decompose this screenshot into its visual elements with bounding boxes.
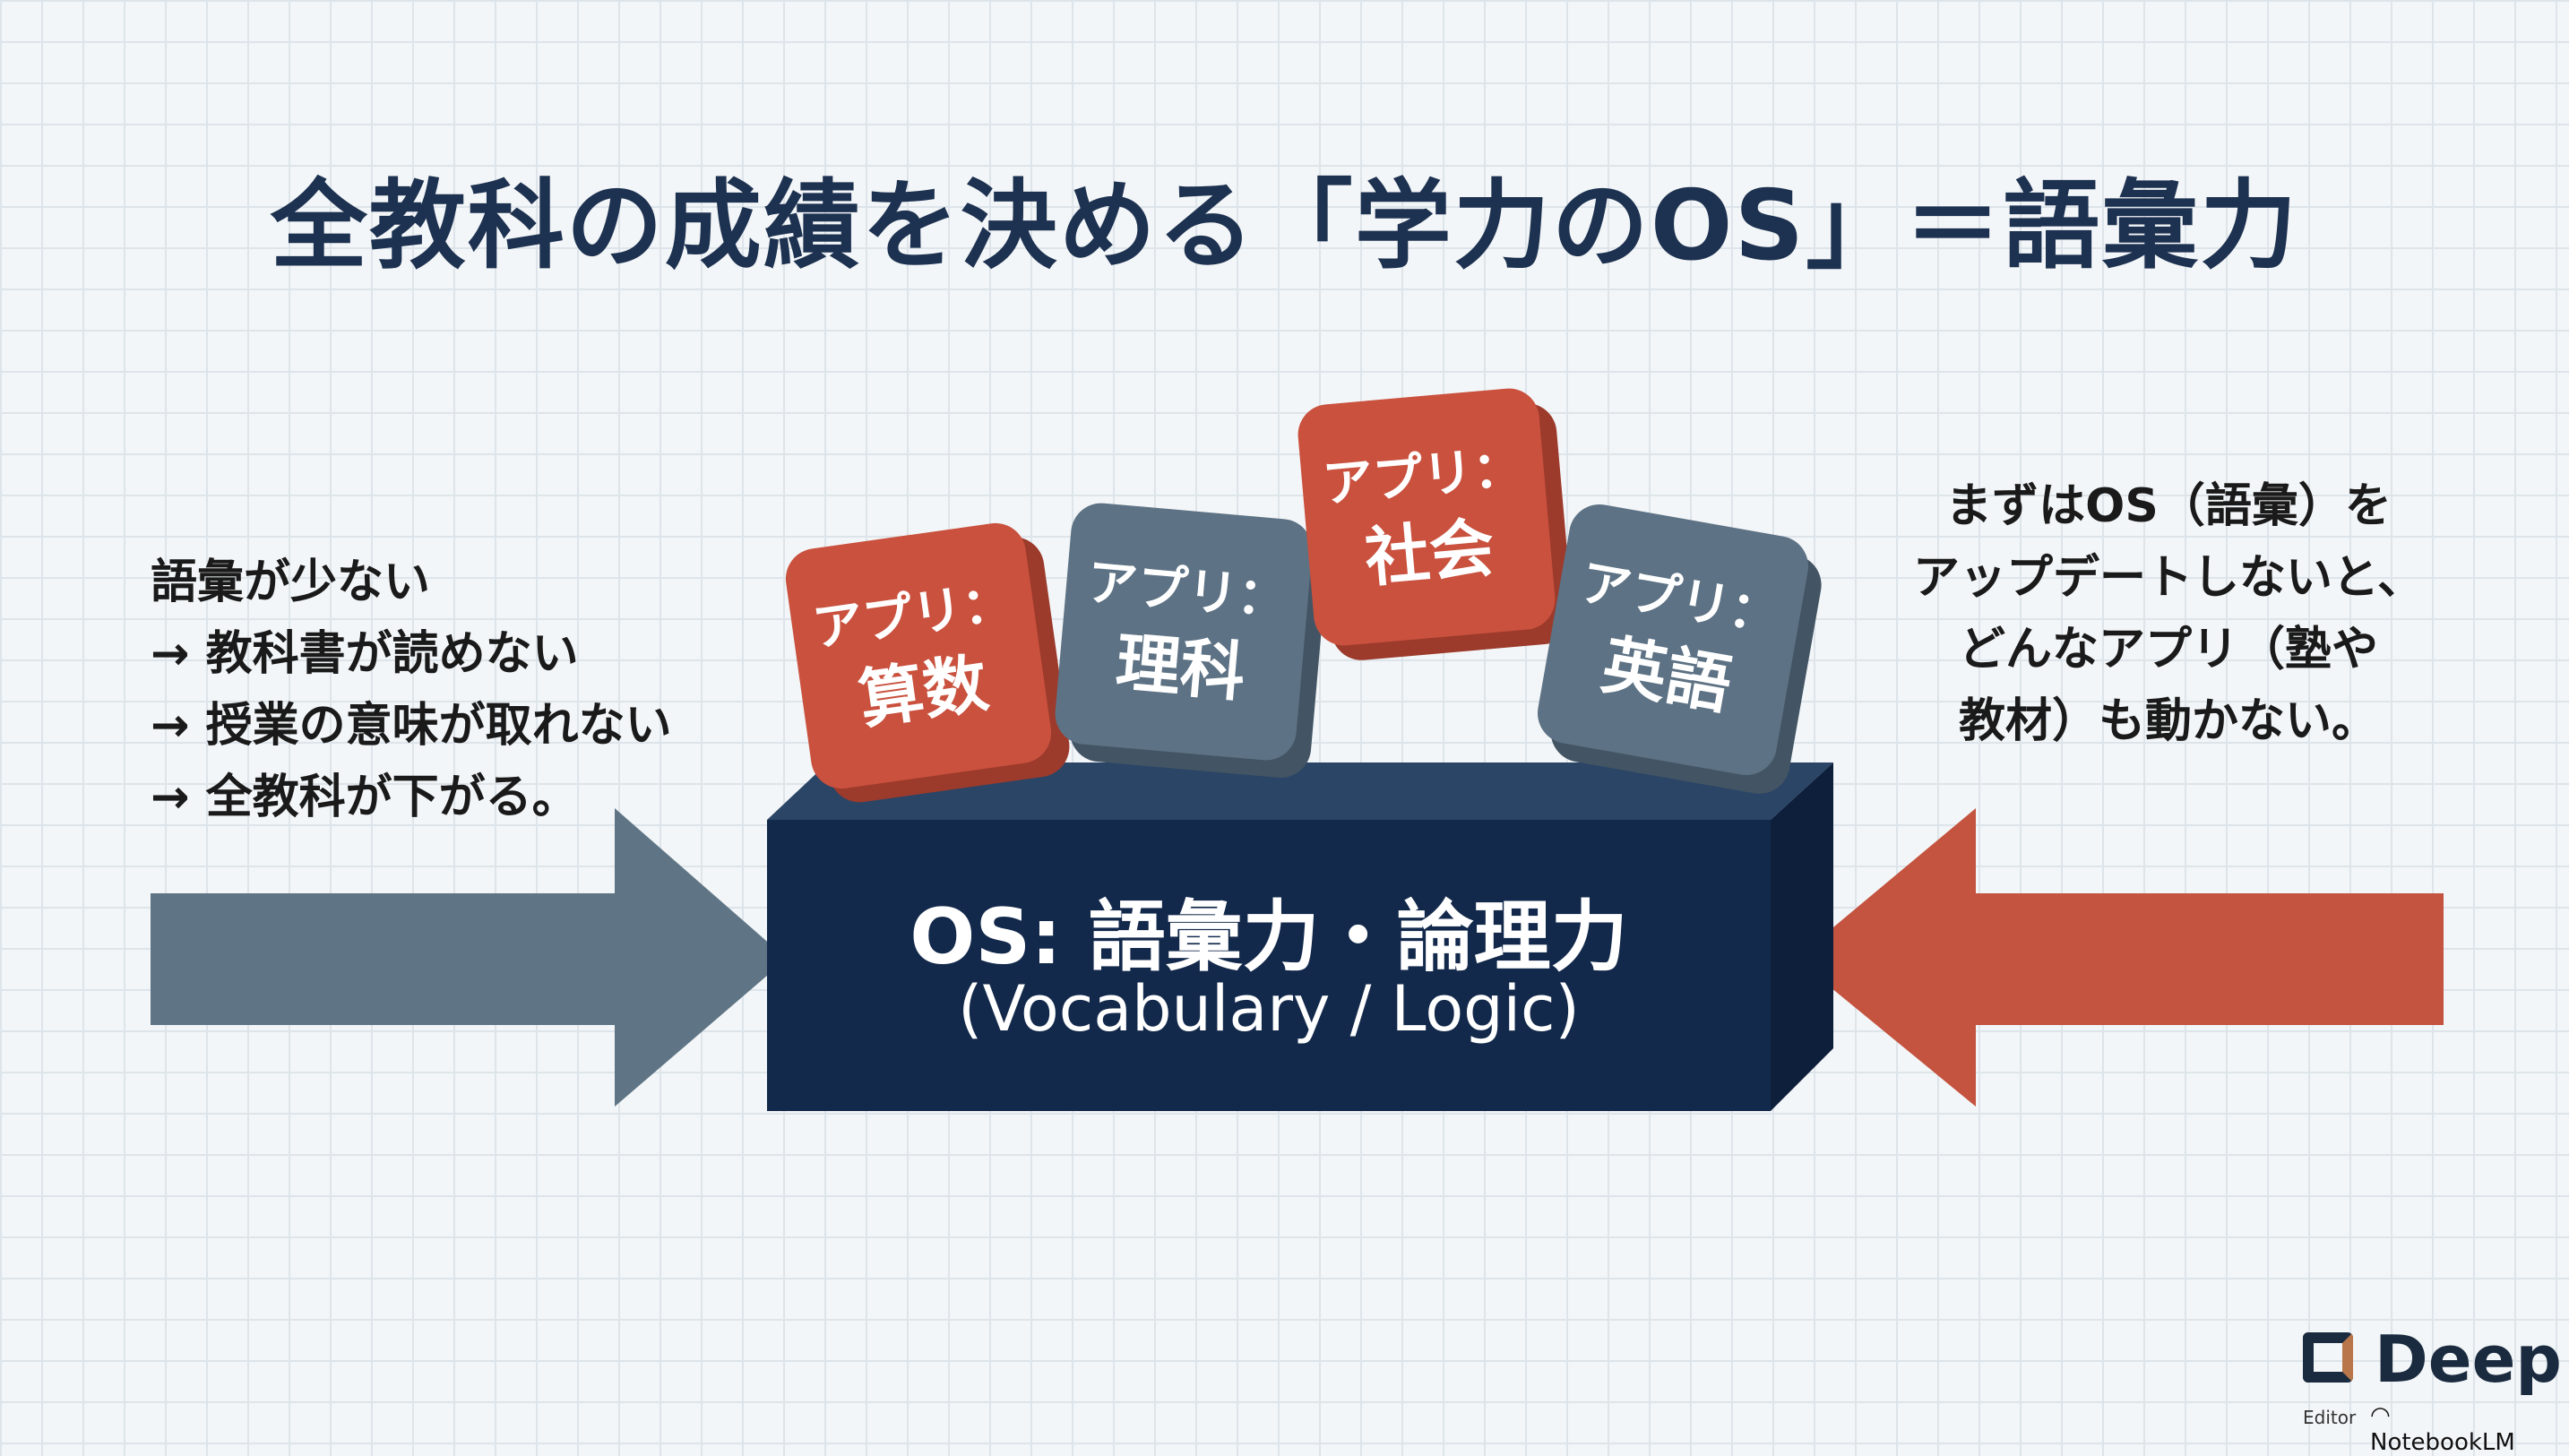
left-explanation: 語彙が少ない → 教科書が読めない → 授業の意味が取れない → 全教科が下がる… (151, 547, 672, 833)
app-block-social: アプリ： 社会 (1295, 385, 1558, 649)
brand-name: Deep (2375, 1322, 2562, 1397)
left-line: → 全教科が下がる。 (151, 771, 579, 824)
editor-label: Editor (2303, 1407, 2357, 1428)
left-line: 語彙が少ない (151, 556, 431, 609)
right-line: アップデートしないと、 (1913, 551, 2424, 605)
app-block-science: アプリ： 理科 (1052, 500, 1315, 763)
left-line: → 教科書が読めない (151, 627, 579, 681)
app-block-english: アプリ： 英語 (1532, 499, 1814, 780)
cube-logo-icon (2303, 1332, 2353, 1383)
os-sublabel: (Vocabulary / Logic) (958, 972, 1580, 1046)
notebooklm-icon: ◠ (2370, 1402, 2391, 1429)
right-explanation: まずはOS（語彙）を アップデートしないと、 どんなアプリ（塾や 教材）も動かな… (1891, 470, 2446, 757)
os-box-top (767, 762, 1833, 820)
notebooklm-label: ◠ NotebookLM (2370, 1402, 2515, 1456)
left-arrow (151, 808, 787, 1107)
os-box-side (1771, 762, 1833, 1111)
right-arrow (1796, 808, 2444, 1107)
left-line: → 授業の意味が取れない (151, 699, 672, 753)
page-title: 全教科の成績を決める「学力のOS」＝語彙力 (270, 170, 2299, 282)
os-label: OS: 語彙力・論理力 (909, 892, 1628, 982)
right-line: どんなアプリ（塾や (1958, 623, 2378, 676)
os-box-front (767, 820, 1771, 1111)
app-block-math: アプリ： 算数 (781, 519, 1056, 793)
right-line: まずはOS（語彙）を (1945, 479, 2392, 533)
right-line: 教材）も動かない。 (1958, 694, 2378, 748)
